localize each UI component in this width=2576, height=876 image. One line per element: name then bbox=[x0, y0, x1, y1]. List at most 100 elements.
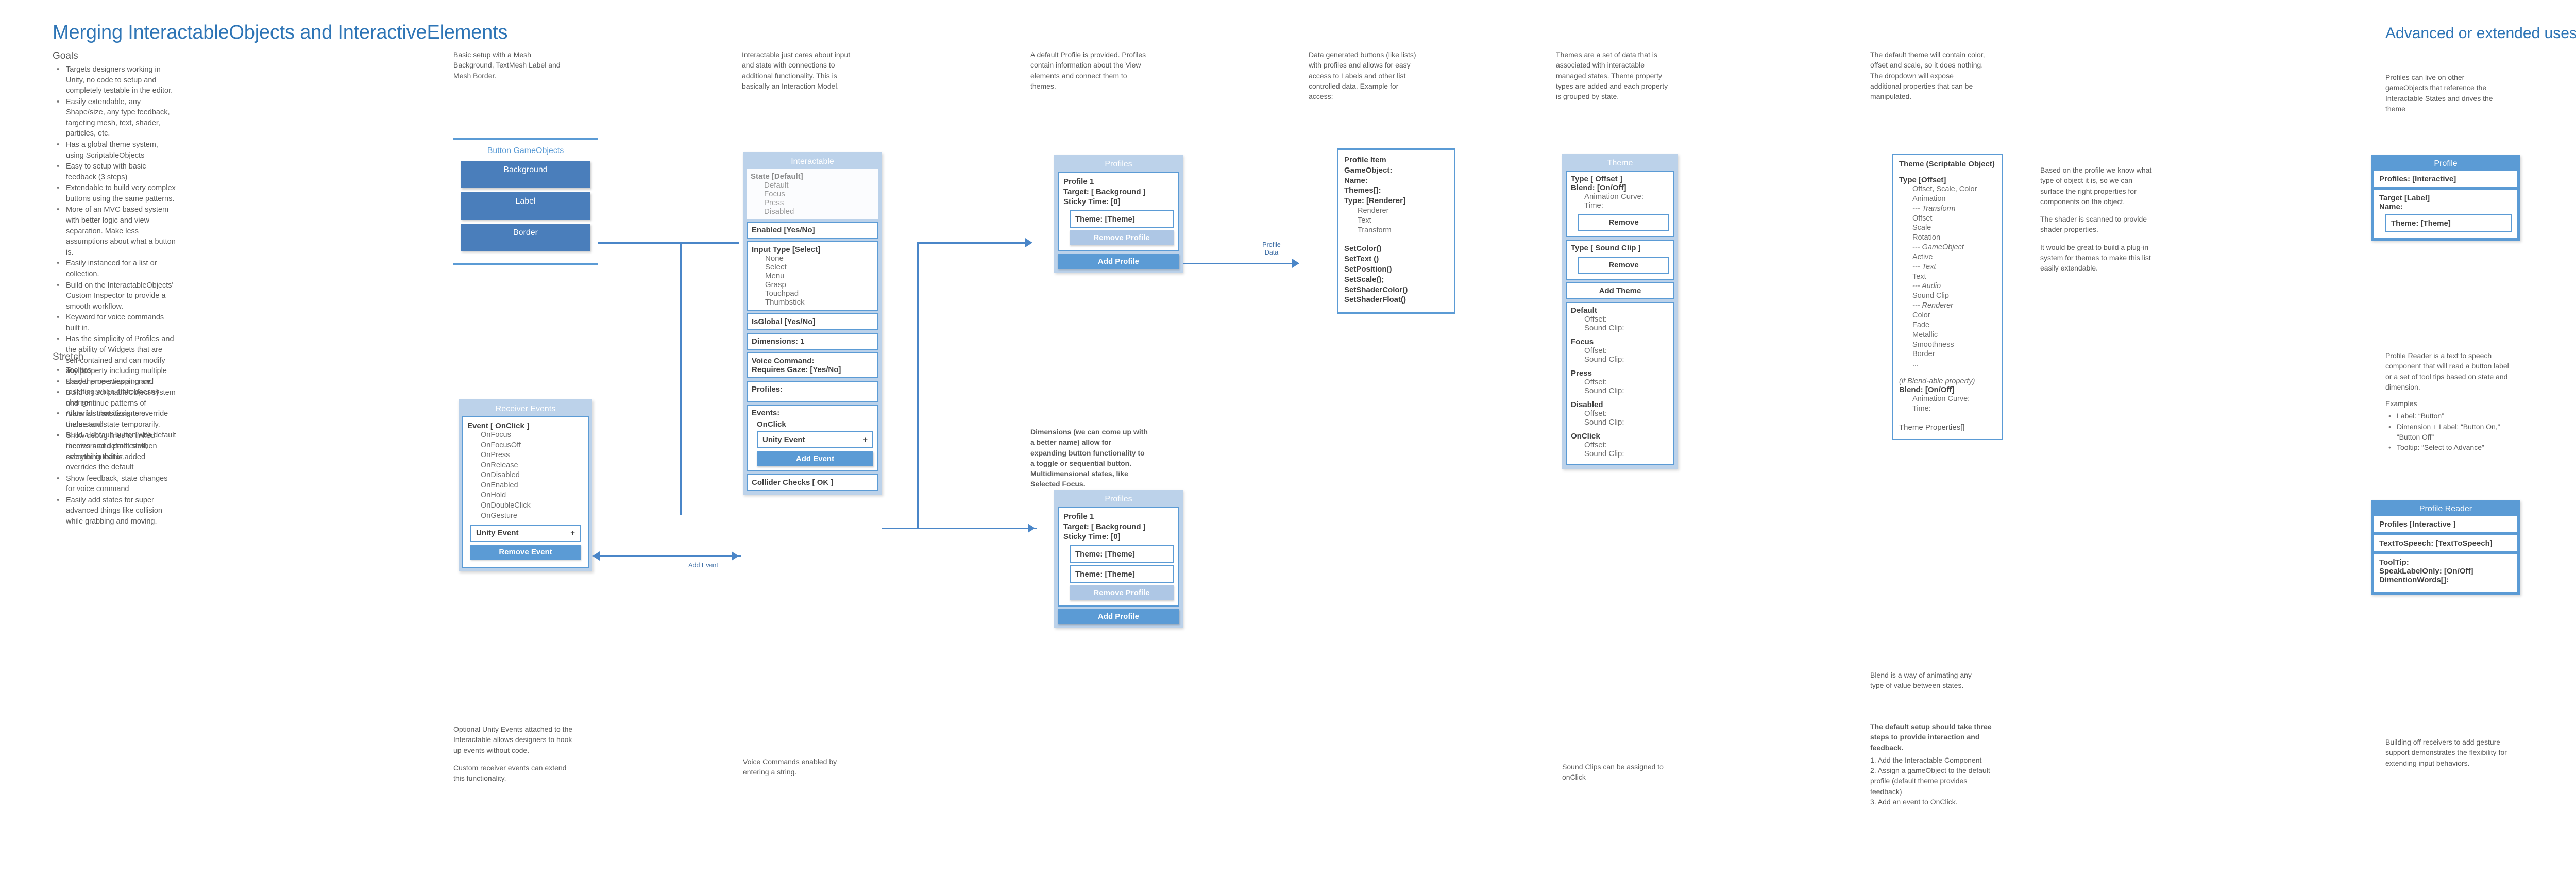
add-event-button[interactable]: Add Event bbox=[757, 451, 873, 466]
state-sound-clip[interactable]: Sound Clip: bbox=[1584, 449, 1624, 458]
event-selector-label[interactable]: Event [ OnClick ] bbox=[467, 422, 530, 430]
option-border[interactable]: Border bbox=[1912, 350, 1935, 359]
input-type-option-none[interactable]: None bbox=[765, 254, 784, 263]
profile-item-type[interactable]: Type: [Renderer] bbox=[1344, 196, 1405, 206]
state-field[interactable]: State [Default] Default Focus Press Disa… bbox=[747, 169, 878, 219]
type-option-renderer[interactable]: Renderer bbox=[1358, 206, 1389, 215]
event-option-onhold[interactable]: OnHold bbox=[481, 491, 506, 500]
event-option-ondisabled[interactable]: OnDisabled bbox=[481, 471, 520, 480]
gameobject-label[interactable]: Label bbox=[461, 192, 590, 220]
collider-checks-field[interactable]: Collider Checks [ OK ] bbox=[747, 474, 878, 491]
input-type-option-select[interactable]: Select bbox=[765, 263, 787, 272]
theme-field-1[interactable]: Theme: [Theme] bbox=[1070, 545, 1174, 563]
add-profile-button[interactable]: Add Profile bbox=[1058, 254, 1179, 269]
event-option-onpress[interactable]: OnPress bbox=[481, 451, 510, 460]
state-option-focus[interactable]: Focus bbox=[764, 190, 785, 198]
unity-event-field[interactable]: Unity Event + bbox=[470, 525, 581, 542]
event-option-ondoubleclick[interactable]: OnDoubleClick bbox=[481, 501, 531, 510]
option-animation[interactable]: Animation bbox=[1912, 194, 1946, 203]
unity-event-field[interactable]: Unity Event + bbox=[757, 431, 873, 448]
profile-target-label[interactable]: Target [Label] bbox=[2379, 194, 2430, 203]
reader-profiles-field[interactable]: Profiles [Interactive ] bbox=[2374, 516, 2517, 532]
theme-field-2[interactable]: Theme: [Theme] bbox=[1070, 565, 1174, 583]
remove-profile-button[interactable]: Remove Profile bbox=[1070, 230, 1174, 245]
state-option-disabled[interactable]: Disabled bbox=[764, 207, 794, 216]
state-sound-clip[interactable]: Sound Clip: bbox=[1584, 418, 1624, 427]
speak-label-only-field[interactable]: SpeakLabelOnly: [On/Off] bbox=[2379, 567, 2473, 576]
state-sound-clip[interactable]: Sound Clip: bbox=[1584, 355, 1624, 364]
add-profile-button[interactable]: Add Profile bbox=[1058, 609, 1179, 624]
tooltip-field[interactable]: ToolTip: bbox=[2379, 558, 2409, 567]
theme-so-type-label[interactable]: Type [Offset] bbox=[1899, 176, 1946, 184]
state-offset[interactable]: Offset: bbox=[1584, 378, 1607, 386]
profile-item-name[interactable]: Name: bbox=[1344, 176, 1368, 185]
input-type-option-menu[interactable]: Menu bbox=[765, 272, 785, 280]
option-active[interactable]: Active bbox=[1912, 252, 1933, 261]
profile-item-themes[interactable]: Themes[]: bbox=[1344, 186, 1381, 195]
theme-time[interactable]: Time: bbox=[1584, 201, 1603, 210]
event-option-onrelease[interactable]: OnRelease bbox=[481, 461, 518, 469]
option-offset-scale-color[interactable]: Offset, Scale, Color bbox=[1912, 185, 1977, 193]
dimensions-field[interactable]: Dimensions: 1 bbox=[747, 333, 878, 350]
state-sound-clip[interactable]: Sound Clip: bbox=[1584, 386, 1624, 395]
profile-item-gameobject[interactable]: GameObject: bbox=[1344, 165, 1393, 175]
remove-profile-button[interactable]: Remove Profile bbox=[1070, 585, 1174, 600]
state-offset[interactable]: Offset: bbox=[1584, 409, 1607, 418]
state-offset[interactable]: Offset: bbox=[1584, 441, 1607, 449]
gameobject-background[interactable]: Background bbox=[461, 161, 590, 188]
enabled-field[interactable]: Enabled [Yes/No] bbox=[747, 222, 878, 239]
event-option-onfocus[interactable]: OnFocus bbox=[481, 431, 511, 439]
gameobject-border[interactable]: Border bbox=[461, 224, 590, 251]
theme-so-animation-curve[interactable]: Animation Curve: bbox=[1912, 395, 1970, 403]
state-option-default[interactable]: Default bbox=[764, 181, 789, 190]
remove-theme-property-button[interactable]: Remove bbox=[1578, 214, 1669, 231]
isglobal-field[interactable]: IsGlobal [Yes/No] bbox=[747, 313, 878, 330]
theme-so-time[interactable]: Time: bbox=[1912, 404, 1931, 413]
theme-blend-label[interactable]: Blend: [On/Off] bbox=[1571, 183, 1626, 192]
option-metallic[interactable]: Metallic bbox=[1912, 330, 1938, 339]
input-type-field[interactable]: Input Type [Select] None Select Menu Gra… bbox=[747, 241, 878, 311]
option-sound-clip[interactable]: Sound Clip bbox=[1912, 292, 1949, 300]
option-text[interactable]: Text bbox=[1912, 272, 1926, 281]
option-rotation[interactable]: Rotation bbox=[1912, 233, 1941, 242]
option-smoothness[interactable]: Smoothness bbox=[1912, 340, 1954, 349]
option-fade[interactable]: Fade bbox=[1912, 321, 1930, 329]
option-color[interactable]: Color bbox=[1912, 311, 1930, 319]
type-option-text[interactable]: Text bbox=[1358, 216, 1371, 225]
profile-profiles-field[interactable]: Profiles: [Interactive] bbox=[2374, 171, 2517, 187]
input-type-option-thumbstick[interactable]: Thumbstick bbox=[765, 298, 805, 307]
profile-theme-field[interactable]: Theme: [Theme] bbox=[2385, 214, 2512, 232]
state-option-press[interactable]: Press bbox=[764, 198, 784, 207]
type-option-transform[interactable]: Transform bbox=[1358, 226, 1392, 235]
profile-target[interactable]: Target: [ Background ] bbox=[1063, 187, 1146, 196]
theme-type-offset-field[interactable]: Type [ Offset ] Blend: [On/Off] Animatio… bbox=[1566, 171, 1674, 237]
plus-icon[interactable]: + bbox=[863, 435, 868, 444]
event-option-onenabled[interactable]: OnEnabled bbox=[481, 481, 518, 490]
events-onclick-label[interactable]: OnClick bbox=[757, 420, 786, 429]
profile-target[interactable]: Target: [ Background ] bbox=[1063, 522, 1146, 531]
state-offset[interactable]: Offset: bbox=[1584, 346, 1607, 355]
profile-sticky-time[interactable]: Sticky Time: [0] bbox=[1063, 197, 1174, 207]
remove-event-button[interactable]: Remove Event bbox=[470, 545, 581, 560]
input-type-option-touchpad[interactable]: Touchpad bbox=[765, 289, 799, 298]
theme-so-blend-label[interactable]: Blend: [On/Off] bbox=[1899, 385, 1955, 395]
option-offset[interactable]: Offset bbox=[1912, 214, 1933, 223]
voice-command-field[interactable]: Voice Command: Requires Gaze: [Yes/No] bbox=[747, 352, 878, 378]
theme-type-sound-field[interactable]: Type [ Sound Clip ] Remove bbox=[1566, 240, 1674, 280]
dimention-words-field[interactable]: DimentionWords[]: bbox=[2379, 576, 2449, 584]
input-type-option-grasp[interactable]: Grasp bbox=[765, 280, 786, 289]
text-to-speech-field[interactable]: TextToSpeech: [TextToSpeech] bbox=[2374, 535, 2517, 551]
profiles-field[interactable]: Profiles: bbox=[747, 381, 878, 402]
theme-field[interactable]: Theme: [Theme] bbox=[1070, 210, 1174, 228]
profile-sticky-time[interactable]: Sticky Time: [0] bbox=[1063, 532, 1174, 542]
theme-animation-curve[interactable]: Animation Curve: bbox=[1584, 192, 1644, 201]
event-option-ongesture[interactable]: OnGesture bbox=[481, 511, 517, 520]
state-sound-clip[interactable]: Sound Clip: bbox=[1584, 324, 1624, 332]
profile-name-label[interactable]: Name: bbox=[2379, 203, 2403, 211]
event-option-onfocusoff[interactable]: OnFocusOff bbox=[481, 441, 521, 449]
remove-sound-property-button[interactable]: Remove bbox=[1578, 257, 1669, 274]
add-theme-button[interactable]: Add Theme bbox=[1566, 282, 1674, 299]
plus-icon[interactable]: + bbox=[570, 529, 575, 538]
state-offset[interactable]: Offset: bbox=[1584, 315, 1607, 324]
option-scale[interactable]: Scale bbox=[1912, 224, 1931, 232]
